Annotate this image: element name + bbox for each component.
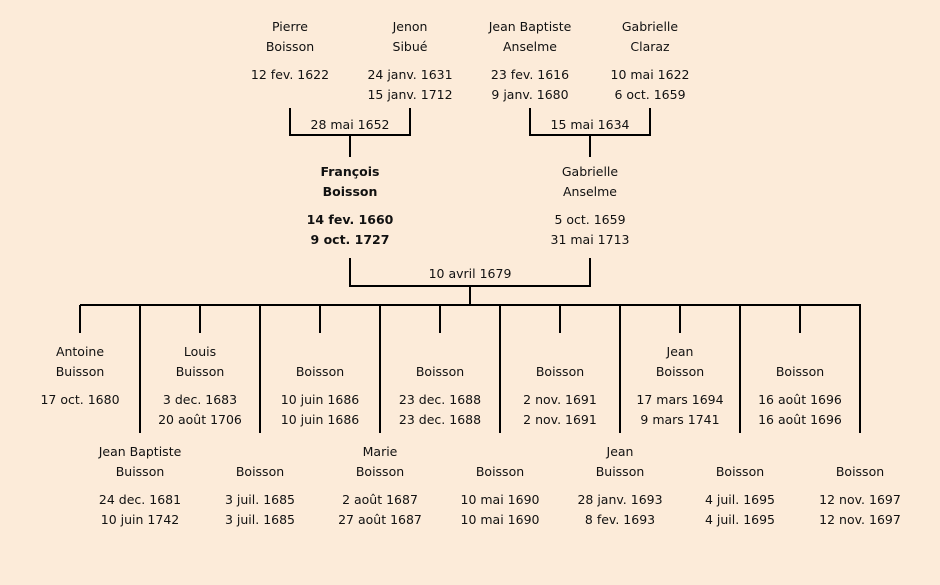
person-death-date: 12 nov. 1697 — [819, 512, 901, 527]
person-birth-date: 28 janv. 1693 — [577, 492, 663, 507]
person-birth-date: 23 dec. 1688 — [398, 392, 482, 407]
person-death-date: 8 fev. 1693 — [584, 512, 656, 527]
person-birth-date: 4 juil. 1695 — [704, 492, 776, 507]
person-death-date: 15 janv. 1712 — [367, 87, 453, 102]
person-first-name: Gabrielle — [621, 19, 679, 34]
person-first-name: Pierre — [272, 19, 308, 34]
person-last-name: Buisson — [175, 364, 225, 379]
person-last-name: Boisson — [235, 464, 285, 479]
connector-line — [349, 258, 351, 287]
person-death-date: 4 juil. 1695 — [704, 512, 776, 527]
connector-line — [559, 305, 561, 333]
connector-line — [589, 135, 591, 157]
person-first-name: Jean — [606, 444, 634, 459]
person-birth-date: 14 fev. 1660 — [306, 212, 394, 227]
connector-line — [859, 305, 861, 433]
person-last-name: Boisson — [355, 464, 405, 479]
person-birth-date: 3 dec. 1683 — [162, 392, 238, 407]
connector-line — [469, 286, 471, 306]
connector-line — [259, 305, 261, 433]
connector-line — [649, 108, 651, 136]
connector-line — [799, 305, 801, 333]
connector-line — [499, 305, 501, 433]
person-last-name: Boisson — [775, 364, 825, 379]
person-first-name: Jenon — [392, 19, 428, 34]
person-first-name: Antoine — [55, 344, 105, 359]
person-last-name: Boisson — [265, 39, 315, 54]
marriage-date: 15 mai 1634 — [550, 117, 630, 132]
person-death-date: 3 juil. 1685 — [224, 512, 296, 527]
person-last-name: Sibué — [392, 39, 428, 54]
person-birth-date: 17 oct. 1680 — [40, 392, 120, 407]
person-death-date: 9 oct. 1727 — [310, 232, 390, 247]
person-death-date: 16 août 1696 — [758, 412, 842, 427]
connector-line — [289, 108, 291, 136]
person-first-name: Jean Baptiste — [98, 444, 182, 459]
person-birth-date: 5 oct. 1659 — [554, 212, 626, 227]
connector-line — [409, 108, 411, 136]
connector-line — [679, 305, 681, 333]
person-last-name: Buisson — [115, 464, 165, 479]
marriage-date: 10 avril 1679 — [428, 266, 512, 281]
person-death-date: 10 juin 1686 — [280, 412, 360, 427]
person-last-name: Boisson — [295, 364, 345, 379]
person-last-name: Boisson — [535, 364, 585, 379]
person-first-name: Marie — [362, 444, 398, 459]
person-last-name: Anselme — [562, 184, 618, 199]
connector-line — [739, 305, 741, 433]
marriage-date: 28 mai 1652 — [310, 117, 390, 132]
person-last-name: Boisson — [655, 364, 705, 379]
person-death-date: 9 mars 1741 — [640, 412, 720, 427]
person-birth-date: 2 nov. 1691 — [523, 392, 597, 407]
person-birth-date: 24 dec. 1681 — [98, 492, 182, 507]
person-birth-date: 24 janv. 1631 — [367, 67, 453, 82]
person-last-name: Anselme — [502, 39, 558, 54]
person-first-name: Jean Baptiste — [488, 19, 572, 34]
person-death-date: 31 mai 1713 — [550, 232, 630, 247]
person-last-name: Claraz — [630, 39, 670, 54]
connector-line — [619, 305, 621, 433]
person-birth-date: 10 juin 1686 — [280, 392, 360, 407]
person-first-name — [780, 442, 940, 462]
connector-line — [139, 305, 141, 433]
person-death-date: 2 nov. 1691 — [523, 412, 597, 427]
connector-line — [529, 108, 531, 136]
person-birth-date: 17 mars 1694 — [636, 392, 724, 407]
connector-line — [319, 305, 321, 333]
person-last-name: Buisson — [595, 464, 645, 479]
connector-line — [199, 305, 201, 333]
person-first-name: Jean — [666, 344, 694, 359]
person-death-date: 27 août 1687 — [338, 512, 422, 527]
connector-line — [349, 135, 351, 157]
person-death-date: 10 juin 1742 — [100, 512, 180, 527]
connector-line — [439, 305, 441, 333]
person-birth-date: 12 nov. 1697 — [819, 492, 901, 507]
person-birth-date: 2 août 1687 — [342, 492, 418, 507]
person-last-name: Boisson — [475, 464, 525, 479]
person-last-name: Boisson — [415, 364, 465, 379]
person-first-name: Louis — [183, 344, 217, 359]
person-birth-date: 3 juil. 1685 — [224, 492, 296, 507]
person-birth-date: 10 mai 1622 — [610, 67, 690, 82]
connector-line — [589, 258, 591, 287]
person-death-date: 20 août 1706 — [158, 412, 242, 427]
person-first-name — [720, 342, 880, 362]
person-death-date: 9 janv. 1680 — [491, 87, 569, 102]
person-last-name: Boisson — [835, 464, 885, 479]
person-death-date: 10 mai 1690 — [460, 512, 540, 527]
person-birth-date: 16 août 1696 — [758, 392, 842, 407]
person-birth-date: 23 fev. 1616 — [490, 67, 570, 82]
person-first-name: François — [320, 164, 380, 179]
person-last-name: Boisson — [715, 464, 765, 479]
person-death-date: 23 dec. 1688 — [398, 412, 482, 427]
connector-line — [379, 305, 381, 433]
person-death-date: 6 oct. 1659 — [614, 87, 686, 102]
connector-line — [79, 305, 81, 333]
person-birth-date: 10 mai 1690 — [460, 492, 540, 507]
person-birth-date: 12 fev. 1622 — [250, 67, 330, 82]
person-first-name: Gabrielle — [561, 164, 619, 179]
person-last-name: Boisson — [322, 184, 378, 199]
connector-line — [80, 304, 861, 306]
person-last-name: Buisson — [55, 364, 105, 379]
